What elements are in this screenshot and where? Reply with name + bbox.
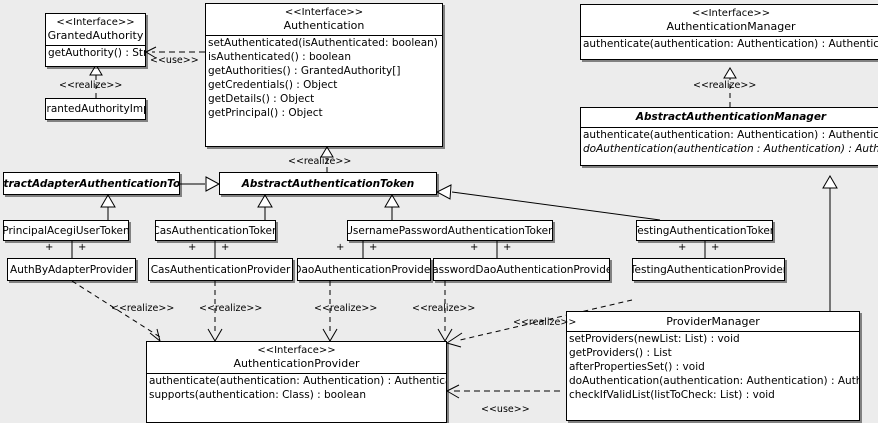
stereotype-label: <<Interface>> [257, 345, 336, 356]
class-name: CasAuthenticationToken [155, 224, 276, 237]
member-list: getAuthority() : String [46, 46, 145, 60]
class-abstract-adapter-authentication-token[interactable]: AbstractAdapterAuthenticationToken [3, 172, 180, 195]
member-item: authenticate(authentication: Authenticat… [149, 375, 447, 387]
divider [46, 45, 145, 46]
member-item: getAuthorities() : GrantedAuthority[] [208, 65, 401, 77]
edge-label-realize-dao-provider: <<realize>> [314, 303, 378, 314]
class-name: AuthByAdapterProvider [10, 263, 133, 276]
member-list: setAuthenticated(isAuthenticated: boolea… [206, 36, 442, 120]
stereotype-label: <<Interface>> [56, 17, 135, 28]
association-plus-marker: + [678, 242, 687, 253]
edge-label-realize-cas-provider: <<realize>> [199, 303, 263, 314]
class-authentication-provider[interactable]: <<Interface>> AuthenticationProvider aut… [146, 341, 447, 423]
association-plus-marker: + [45, 242, 54, 253]
class-name: AbstractAuthenticationToken [241, 177, 415, 190]
class-cas-authentication-provider[interactable]: CasAuthenticationProvider [148, 258, 293, 281]
member-item: afterPropertiesSet() : void [569, 361, 705, 373]
edge-label-realize-abstract-auth-token: <<realize>> [288, 156, 352, 167]
member-list: authenticate(authentication: Authenticat… [581, 37, 878, 51]
class-username-password-authentication-token[interactable]: UsernamePasswordAuthenticationToken [347, 220, 553, 241]
member-item: getDetails() : Object [208, 93, 315, 105]
class-header: <<Interface>> GrantedAuthority [46, 14, 145, 45]
member-item: checkIfValidList(listToCheck: List) : vo… [569, 389, 775, 401]
class-header: <<Interface>> AuthenticationManager [581, 5, 878, 36]
association-plus-marker: + [336, 242, 345, 253]
class-name: PasswordDaoAuthenticationProvider [433, 263, 610, 276]
class-testing-authentication-token[interactable]: TestingAuthenticationToken [636, 220, 773, 241]
class-authentication-manager[interactable]: <<Interface>> AuthenticationManager auth… [580, 4, 878, 60]
association-plus-marker: + [470, 242, 479, 253]
member-item: isAuthenticated() : boolean [208, 51, 351, 63]
class-header: <<Interface>> Authentication [206, 4, 442, 35]
association-plus-marker: + [503, 242, 512, 253]
class-abstract-authentication-manager[interactable]: AbstractAuthenticationManager authentica… [580, 107, 878, 166]
class-name: UsernamePasswordAuthenticationToken [347, 224, 553, 237]
class-header: AbstractAuthenticationManager [581, 108, 878, 127]
member-item: setProviders(newList: List) : void [569, 333, 740, 345]
class-principal-acegi-user-token[interactable]: PrincipalAcegiUserToken [3, 220, 129, 241]
member-item: getProviders() : List [569, 347, 672, 359]
class-name: GrantedAuthority [47, 29, 144, 42]
member-list: authenticate(authentication: Authenticat… [581, 128, 878, 156]
divider [147, 373, 446, 374]
class-provider-manager[interactable]: ProviderManager setProviders(newList: Li… [566, 311, 860, 421]
edge-label-realize-abstract-auth-manager: <<realize>> [693, 80, 757, 91]
member-item: setAuthenticated(isAuthenticated: boolea… [208, 37, 442, 49]
association-plus-marker: + [188, 242, 197, 253]
class-dao-authentication-provider[interactable]: DaoAuthenticationProvider [297, 258, 431, 281]
stereotype-label: <<Interface>> [284, 7, 364, 18]
class-name: PrincipalAcegiUserToken [3, 224, 129, 237]
class-auth-by-adapter-provider[interactable]: AuthByAdapterProvider [7, 258, 136, 281]
class-name: CasAuthenticationProvider [150, 263, 291, 276]
class-name: TestingAuthenticationToken [636, 224, 773, 237]
class-name: AbstractAuthenticationManager [635, 111, 827, 123]
divider [206, 35, 442, 36]
member-item: authenticate(authentication: Authenticat… [583, 129, 878, 141]
member-item: getAuthority() : String [48, 47, 146, 59]
edge-label-realize-password-dao-provider: <<realize>> [412, 303, 476, 314]
class-header: ProviderManager [567, 312, 859, 331]
association-plus-marker: + [221, 242, 230, 253]
class-name: TestingAuthenticationProvider [632, 263, 785, 276]
class-granted-authority-impl[interactable]: GrantedAuthorityImpl [45, 98, 146, 120]
member-list: authenticate(authentication: Authenticat… [147, 374, 446, 402]
member-item: getCredentials() : Object [208, 79, 338, 91]
class-granted-authority[interactable]: <<Interface>> GrantedAuthority getAuthor… [45, 13, 146, 67]
association-plus-marker: + [369, 242, 378, 253]
association-plus-marker: + [78, 242, 87, 253]
divider [581, 36, 878, 37]
edge-label-realize-granted-authority-impl: <<realize>> [59, 80, 123, 91]
association-plus-marker: + [711, 242, 720, 253]
class-testing-authentication-provider[interactable]: TestingAuthenticationProvider [632, 258, 785, 281]
stereotype-label: <<Interface>> [691, 8, 771, 19]
class-name: GrantedAuthorityImpl [46, 103, 145, 115]
class-name: AbstractAdapterAuthenticationToken [3, 177, 180, 190]
member-item: supports(authentication: Class) : boolea… [149, 389, 366, 401]
edge-label-realize-testing-provider: <<realize>> [513, 317, 577, 328]
member-item: doAuthentication(authentication : Authen… [583, 143, 878, 155]
member-list: setProviders(newList: List) : void getPr… [567, 332, 859, 402]
class-name: AuthenticationManager [666, 20, 796, 33]
class-authentication[interactable]: <<Interface>> Authentication setAuthenti… [205, 3, 443, 147]
divider [567, 331, 859, 332]
class-name: AuthenticationProvider [233, 357, 360, 370]
class-abstract-authentication-token[interactable]: AbstractAuthenticationToken [219, 172, 437, 195]
class-header: <<Interface>> AuthenticationProvider [147, 342, 446, 373]
class-name: DaoAuthenticationProvider [297, 263, 431, 276]
class-name: Authentication [283, 19, 365, 32]
member-item: doAuthentication(authentication: Authent… [569, 375, 859, 387]
edge-label-use-authentication-granted-authority: <<use>> [150, 55, 199, 66]
edge-label-realize-auth-by-adapter-provider: <<realize>> [111, 303, 175, 314]
divider [581, 127, 878, 128]
class-name: ProviderManager [666, 315, 760, 328]
class-cas-authentication-token[interactable]: CasAuthenticationToken [155, 220, 276, 241]
edge-label-use-provider-manager: <<use>> [481, 404, 530, 415]
member-item: getPrincipal() : Object [208, 107, 323, 119]
class-password-dao-authentication-provider[interactable]: PasswordDaoAuthenticationProvider [433, 258, 610, 281]
member-item: authenticate(authentication: Authenticat… [583, 38, 878, 50]
